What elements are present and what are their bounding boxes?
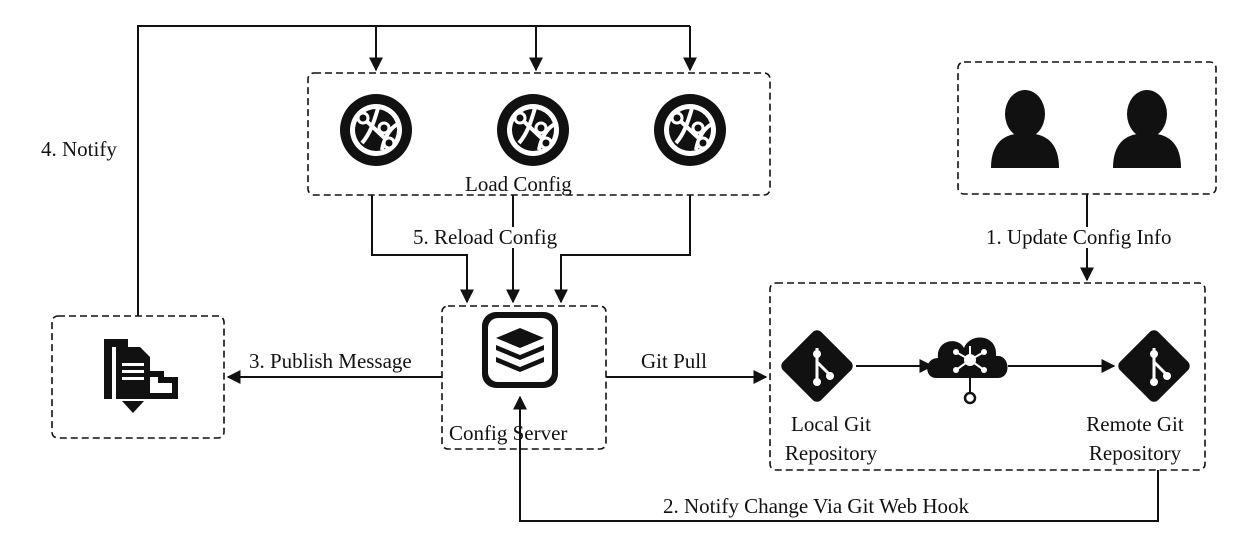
globe-network-icon [497, 94, 569, 166]
cloud-network-icon [927, 337, 1008, 405]
remote-git-repository-label: Remote Git Repository [1072, 414, 1198, 464]
remote-git-line-1: Remote Git [1086, 412, 1184, 436]
webhook-connector [513, 395, 1159, 522]
update-config-info-label: 1. Update Config Info [985, 225, 1173, 249]
message-bus-icon [104, 339, 178, 413]
notify-connector [137, 25, 697, 316]
user-icon [991, 90, 1059, 168]
git-icon [781, 330, 853, 402]
config-server-label: Config Server [449, 421, 568, 445]
users-group-box [957, 61, 1217, 195]
load-config-label: Load Config [465, 172, 572, 196]
publish-message-label: 3. Publish Message [248, 349, 413, 373]
remote-git-line-2: Repository [1088, 441, 1182, 465]
git-repositories-box [769, 282, 1206, 471]
local-git-repository-label: Local Git Repository [772, 414, 890, 464]
git-pull-label: Git Pull [640, 349, 708, 373]
globe-network-icon [654, 94, 726, 166]
git-icon [1118, 330, 1190, 402]
globe-network-icon [340, 94, 412, 166]
clients-group-box [307, 72, 771, 196]
local-git-line-1: Local Git [791, 412, 871, 436]
user-icon [1113, 90, 1181, 168]
reload-config-connector [371, 195, 691, 304]
reload-config-label: 5. Reload Config [412, 225, 559, 249]
notify-change-label: 2. Notify Change Via Git Web Hook [662, 494, 970, 518]
notify-label: 4. Notify [40, 137, 118, 161]
local-git-line-2: Repository [784, 441, 878, 465]
config-server-stack-icon [482, 312, 558, 388]
